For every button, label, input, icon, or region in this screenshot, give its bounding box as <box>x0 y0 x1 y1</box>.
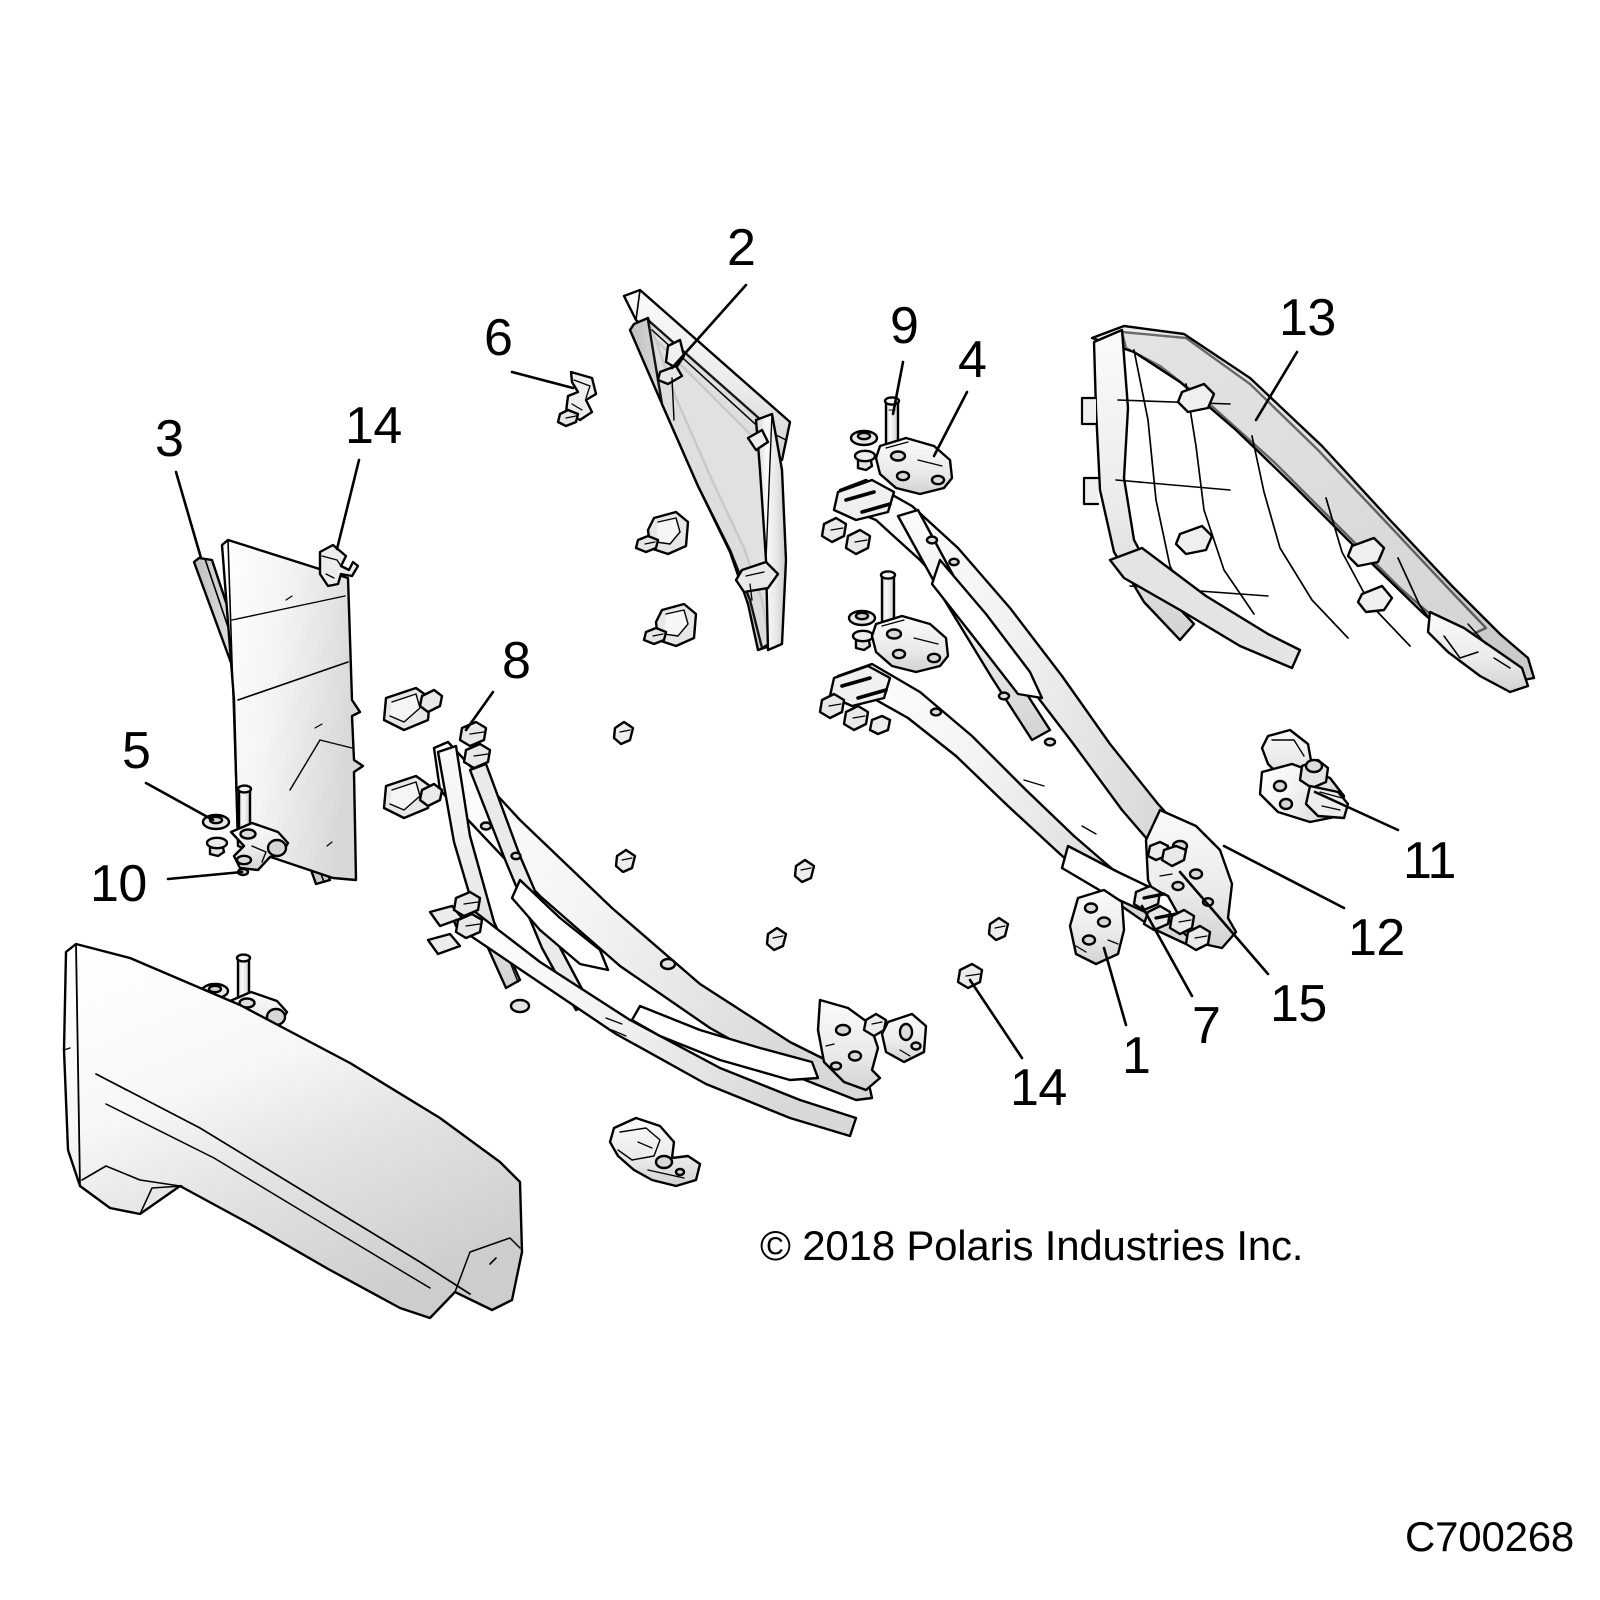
callout-6: 6 <box>484 309 513 367</box>
callout-5: 5 <box>122 722 151 780</box>
leader-11 <box>1313 790 1400 832</box>
part-striker-bracket-1 <box>1068 888 1126 966</box>
leader-6 <box>510 370 575 390</box>
fastener-nut-9-lower <box>853 449 877 472</box>
leader-5 <box>144 781 215 822</box>
part-hinge-bracket-4 <box>874 436 954 501</box>
fastener-screw-bushing-lower <box>642 626 668 646</box>
fastener-cluster-15 <box>1168 908 1212 952</box>
part-door-frame-8 <box>426 740 882 1138</box>
callout-2: 2 <box>727 219 756 277</box>
leader-14b <box>968 978 1024 1060</box>
part-door-frame-12 <box>828 478 1238 950</box>
leader-13 <box>1254 350 1299 422</box>
leader-14a <box>335 458 361 551</box>
part-bumper-skin <box>62 942 524 1320</box>
part-small-bracket <box>880 1012 928 1064</box>
fastener-cluster-12 <box>818 516 1188 868</box>
fastener-bolt-8 <box>418 688 492 940</box>
part-door-latch-handle-11 <box>1258 728 1350 824</box>
leader-7 <box>1140 904 1194 998</box>
part-hinge-bracket-lower <box>847 570 950 679</box>
callout-1: 1 <box>1122 1027 1151 1085</box>
leader-3 <box>174 470 203 560</box>
callout-14-lower: 14 <box>1010 1059 1067 1117</box>
callout-8: 8 <box>502 632 531 690</box>
callout-11: 11 <box>1403 832 1456 890</box>
leader-10 <box>166 870 244 881</box>
leader-4 <box>932 390 969 458</box>
leader-8 <box>464 690 495 732</box>
leader-9 <box>891 360 905 416</box>
callout-4: 4 <box>958 331 987 389</box>
part-door-panel-10 <box>220 538 365 882</box>
callout-13: 13 <box>1279 289 1336 347</box>
leader-1 <box>1102 946 1128 1027</box>
callout-14-upper: 14 <box>345 397 402 455</box>
callout-15: 15 <box>1270 975 1327 1033</box>
part-clip-14a <box>318 543 360 588</box>
fastener-bolt-7 <box>1132 884 1178 932</box>
leader-15 <box>1178 870 1270 976</box>
callout-9: 9 <box>890 297 919 355</box>
fastener-screw-14b <box>956 962 984 990</box>
part-door-latch-lower <box>608 1116 702 1188</box>
callout-3: 3 <box>155 410 184 468</box>
fastener-cluster-center <box>612 720 1010 952</box>
fastener-screw-bracket <box>862 1012 888 1038</box>
part-bushing-8-upper <box>382 686 432 732</box>
part-rear-panel-13 <box>1080 324 1536 694</box>
copyright-notice: © 2018 Polaris Industries Inc. <box>760 1222 1304 1269</box>
fastener-screw-6 <box>556 408 580 428</box>
fastener-nut-9-upper <box>849 429 879 447</box>
drawing-number: C700268 <box>1405 1513 1575 1560</box>
part-door-frame-upper-2 <box>622 288 792 652</box>
part-clip-6 <box>564 370 598 422</box>
fastener-screw-bushing-upper <box>634 534 660 554</box>
callout-12: 12 <box>1348 909 1405 967</box>
leader-2 <box>670 283 748 370</box>
leader-lines <box>144 283 1400 1060</box>
callout-7: 7 <box>1192 997 1221 1055</box>
part-bushing-8-lower <box>382 774 432 820</box>
part-hinge-upper-5 <box>201 784 290 877</box>
callout-10: 10 <box>90 855 147 913</box>
leader-12 <box>1222 844 1346 910</box>
